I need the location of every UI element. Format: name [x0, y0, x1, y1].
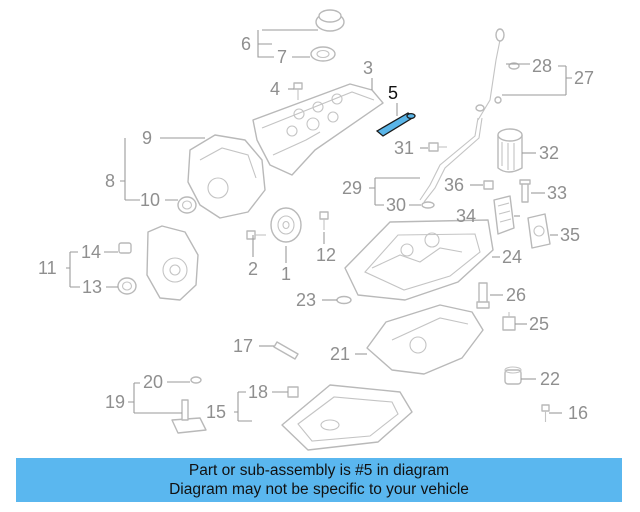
part-drawings	[117, 9, 551, 451]
lower-timing-cover	[146, 225, 199, 301]
callout-10: 10	[140, 190, 160, 210]
callout-29: 29	[342, 178, 362, 198]
drain-plug	[502, 312, 516, 331]
callout-18: 18	[248, 382, 268, 402]
callout-21: 21	[330, 344, 350, 364]
front-seal	[177, 196, 197, 214]
callout-24: 24	[502, 247, 522, 267]
cap-seal	[310, 46, 336, 62]
callout-labels: 6 7 4 3 5 9 8 10 1 2 12 14 11 13 23 24 2…	[38, 34, 594, 423]
callout-3: 3	[363, 58, 373, 78]
oil-strainer	[171, 399, 207, 434]
callout-17: 17	[233, 336, 253, 356]
leader-lines	[66, 29, 572, 422]
dowel-pin	[273, 341, 299, 360]
baffle-plate	[366, 304, 484, 375]
callout-30: 30	[386, 195, 406, 215]
callout-8: 8	[105, 171, 115, 191]
callout-33: 33	[547, 183, 567, 203]
sump-bolt	[287, 386, 299, 398]
callout-2: 2	[248, 259, 258, 279]
callout-19: 19	[105, 392, 125, 412]
callout-1: 1	[281, 264, 291, 284]
callout-4: 4	[270, 79, 280, 99]
dipstick-tube	[419, 104, 485, 209]
small-bolt	[541, 404, 550, 422]
lower-oil-pan	[281, 384, 413, 451]
oil-filter	[497, 128, 523, 173]
o-ring	[336, 295, 352, 305]
callout-26: 26	[506, 285, 526, 305]
plug	[118, 242, 132, 254]
housing-bolt	[483, 180, 494, 190]
callout-13: 13	[82, 277, 102, 297]
long-bolt	[519, 179, 531, 203]
callout-32: 32	[539, 143, 559, 163]
lower-seal	[117, 277, 137, 295]
housing-gasket	[527, 213, 551, 249]
stud-bolt	[319, 211, 329, 230]
callout-35: 35	[560, 225, 580, 245]
crank-pulley	[270, 207, 302, 243]
tube-bolt	[428, 142, 447, 152]
callout-9: 9	[142, 128, 152, 148]
banner-line-2: Diagram may not be specific to your vehi…	[169, 481, 469, 498]
callout-36: 36	[444, 175, 464, 195]
callout-28: 28	[532, 56, 552, 76]
banner-line-1: Part or sub-assembly is #5 in diagram	[188, 462, 450, 479]
callout-15: 15	[206, 402, 226, 422]
upper-oil-pan	[344, 219, 494, 301]
oil-level-sensor	[504, 366, 522, 385]
filter-housing	[493, 195, 515, 235]
info-banner: Part or sub-assembly is #5 in diagram Di…	[16, 458, 622, 502]
pulley-bolt	[246, 230, 266, 240]
highlighted-part-5	[375, 112, 416, 137]
callout-27: 27	[574, 68, 594, 88]
callout-14: 14	[81, 242, 101, 262]
callout-12: 12	[316, 245, 336, 265]
callout-5: 5	[388, 83, 398, 103]
callout-20: 20	[143, 372, 163, 392]
small-o-ring	[190, 376, 202, 384]
callout-6: 6	[241, 34, 251, 54]
timing-cover	[187, 134, 266, 219]
callout-31: 31	[394, 138, 414, 158]
callout-23: 23	[296, 290, 316, 310]
pan-bolt	[476, 282, 490, 309]
callout-7: 7	[277, 47, 287, 67]
callout-25: 25	[529, 314, 549, 334]
cylinder-head-cover	[252, 83, 384, 176]
callout-34: 34	[456, 206, 476, 226]
callout-16: 16	[568, 403, 588, 423]
oil-filler-cap	[315, 9, 345, 32]
callout-22: 22	[540, 369, 560, 389]
cover-bolt	[293, 82, 303, 100]
callout-11: 11	[38, 258, 57, 278]
